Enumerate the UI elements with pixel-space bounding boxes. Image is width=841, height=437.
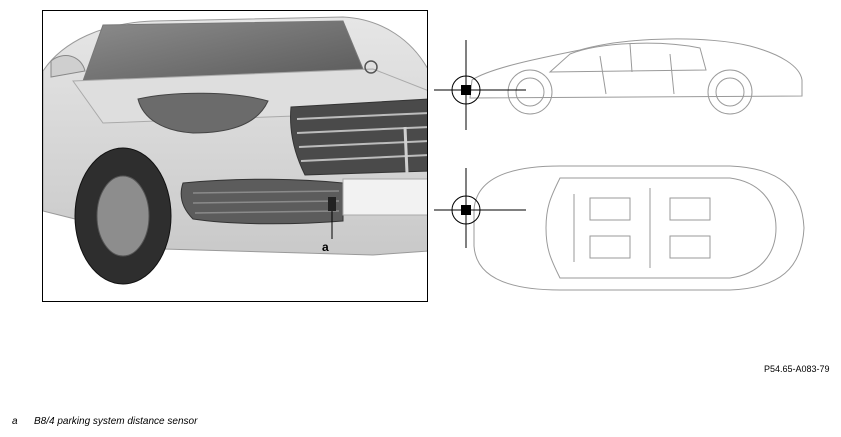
legend-item: a B8/4 parking system distance sensor bbox=[12, 416, 197, 427]
legend-key: a bbox=[12, 416, 18, 427]
top-view-drawing bbox=[434, 165, 805, 291]
car-front-render bbox=[43, 16, 427, 285]
top-view-sensor-marker bbox=[461, 205, 471, 215]
figure-code: P54.65-A083-79 bbox=[764, 364, 830, 374]
side-view-sensor-marker bbox=[461, 85, 471, 95]
front-view-render bbox=[42, 10, 428, 302]
side-view-drawing bbox=[434, 38, 803, 130]
callout-letter-a: a bbox=[322, 240, 329, 254]
legend-text: B8/4 parking system distance sensor bbox=[34, 416, 198, 427]
